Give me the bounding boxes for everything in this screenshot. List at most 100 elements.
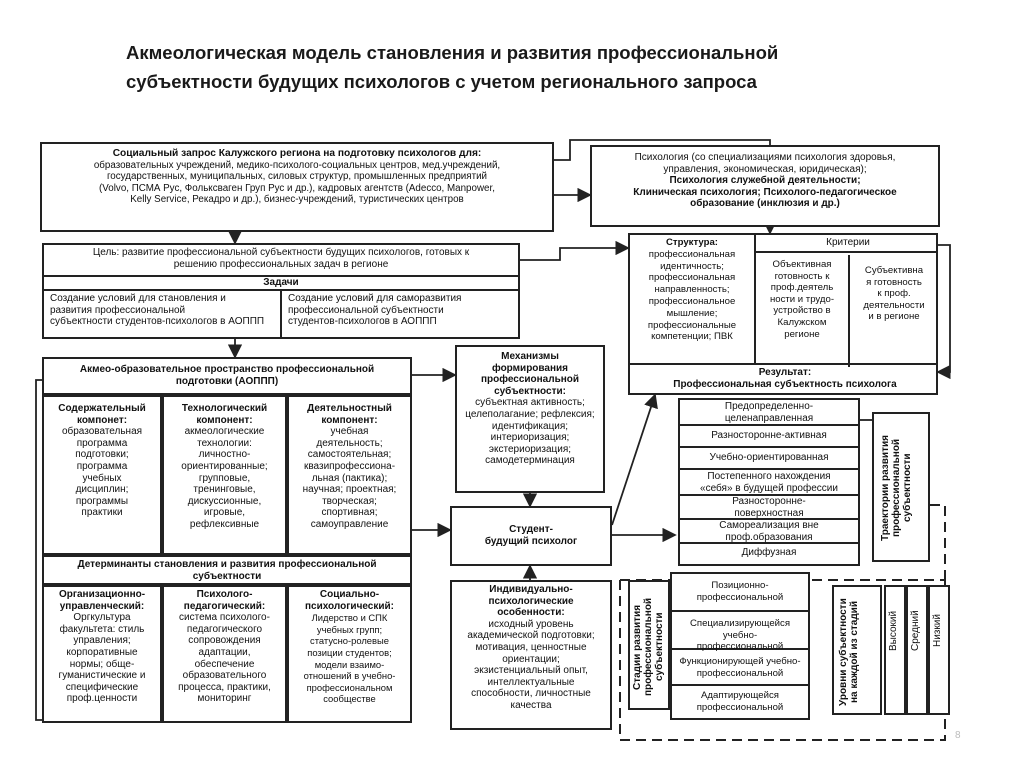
criteria-line: и в регионе xyxy=(868,311,920,323)
connector-top xyxy=(553,139,771,161)
criteria-line: проф.деятель xyxy=(770,282,834,294)
component-line: технологии: xyxy=(197,437,252,449)
determinants-line-1: Детерминанты становления и развития проф… xyxy=(77,559,377,570)
trajectory-line: Разносторонне- xyxy=(732,496,806,507)
individual-heading-line: особенности: xyxy=(497,607,565,619)
determinants-line-2: субъектности xyxy=(192,570,262,582)
stage-line: Функционирующей учебно- xyxy=(679,656,801,667)
component-heading: Деятельностный компонент: xyxy=(289,403,410,426)
social-request-line: Kelly Service, Рекадро и др.), бизнес-уч… xyxy=(130,194,464,206)
determinant-heading-line: психологический: xyxy=(305,600,394,612)
component-line: дискуссионные, xyxy=(187,495,262,507)
determinant-line: сообществе xyxy=(323,693,376,705)
determinant-line: педагогического xyxy=(186,623,263,635)
structure-line: профессиональные xyxy=(647,319,737,331)
structure-line: направленность; xyxy=(654,284,730,296)
levels-vertical-label: Уровни субъектности на каждой из стадий xyxy=(838,598,860,706)
result-cell: Результат: Профессиональная субъектность… xyxy=(630,363,936,393)
mechanisms-box: Механизмы формирования профессиональной … xyxy=(455,345,605,493)
individual-lines: исходный уровень академической подготовк… xyxy=(452,619,610,712)
criteria-line: готовность к xyxy=(774,270,830,282)
component-line: образовательная xyxy=(61,426,143,438)
determinant-line: профессиональном xyxy=(306,681,393,693)
social-request-line: государственных, муниципальных, силовых … xyxy=(106,171,488,183)
component-heading-line: компонент: xyxy=(321,414,378,426)
criteria-line: Объективная xyxy=(772,259,832,270)
tasks-left-line: развития профессиональной xyxy=(50,304,186,316)
mechanisms-line: идентификация; xyxy=(491,420,569,432)
determinant-social: Социально- психологический: Лидерство и … xyxy=(287,585,412,723)
component-heading-line: компонет: xyxy=(76,414,128,426)
arrow-student-result xyxy=(611,393,658,526)
trajectory-line: целенаправленная xyxy=(724,412,814,424)
component-line: учебных xyxy=(82,472,122,484)
stage-line: Позиционно- xyxy=(711,580,769,591)
stages-list: Позиционно- профессиональной Специализир… xyxy=(670,572,810,720)
determinant-heading: Социально- психологический: xyxy=(289,589,410,612)
level-low: Низкий xyxy=(928,585,950,715)
title-line-1: Акмеологическая модель становления и раз… xyxy=(126,42,779,63)
structure-cell: Структура: профессиональная идентичность… xyxy=(630,235,756,365)
determinant-line: мониторинг xyxy=(197,693,252,705)
stage-line: Адаптирующейся xyxy=(701,690,779,701)
level-high: Высокий xyxy=(884,585,906,715)
criteria-line: деятельности xyxy=(863,299,925,311)
determinant-heading-line: Социально- xyxy=(319,589,380,600)
criteria-line: ности и трудо- xyxy=(769,293,835,305)
determinant-lines: Оргкультура факультета: стиль управления… xyxy=(44,612,160,705)
individual-line: мотивация, ценностные xyxy=(475,641,587,653)
stage-item: Специализирующейся учебно- профессиональ… xyxy=(672,612,808,652)
mechanisms-heading-line: профессиональной xyxy=(480,374,580,386)
connector-criteria-result xyxy=(935,244,951,380)
mechanisms-line: целеполагание; рефлексия; xyxy=(465,408,595,420)
stage-line: профессиональной xyxy=(696,591,784,603)
tasks-heading: Задачи xyxy=(44,277,518,291)
determinant-lines: система психолого- педагогического сопро… xyxy=(164,612,285,705)
dashed-frame-stages xyxy=(619,579,946,741)
component-line: практики xyxy=(81,507,123,519)
component-line: программа xyxy=(76,437,128,449)
determinant-organizational: Организационно- управленческий: Оргкульт… xyxy=(42,585,162,723)
determinant-line: система психолого- xyxy=(179,612,270,624)
goal-line-1: Цель: развитие профессиональной субъектн… xyxy=(92,247,470,258)
trajectory-line: проф.образования xyxy=(725,531,813,543)
psychology-line-2: управления, экономическая, юридическая); xyxy=(663,163,867,175)
structure-line: профессиональное xyxy=(648,295,736,307)
individual-line: экзистенциальный опыт, xyxy=(474,665,588,677)
criteria-line: устройство в xyxy=(773,305,831,317)
structure-line: профессиональная xyxy=(648,248,736,260)
component-line: творческая; xyxy=(322,495,377,507)
determinant-heading-line: Психолого- xyxy=(196,589,253,600)
mechanisms-lines: субъектная активность; целеполагание; ре… xyxy=(457,397,603,467)
stage-line: профессиональной xyxy=(696,701,784,713)
component-heading: Технологический компонент: xyxy=(164,403,285,426)
determinant-line: статусно-ролевые xyxy=(310,635,389,647)
trajectory-item: Диффузная xyxy=(741,547,797,558)
component-line: дисциплин; xyxy=(75,484,129,496)
determinant-line: адаптации, xyxy=(198,646,251,658)
individual-heading-line: психологические xyxy=(488,595,574,607)
mechanisms-heading-line: субъектности: xyxy=(494,385,566,397)
stage-line: Специализирующейся учебно- xyxy=(689,618,791,641)
determinant-line: учебных групп; xyxy=(316,623,383,635)
mechanisms-line: экстериоризация; xyxy=(488,443,572,455)
page-number: 8 xyxy=(955,730,961,741)
trajectory-item: Разносторонне- поверхностная xyxy=(680,496,858,520)
component-heading-line: Содержательный xyxy=(58,403,146,414)
component-heading-line: компонент: xyxy=(196,414,253,426)
trajectories-label-box: Траектории развития профессиональной суб… xyxy=(872,412,930,562)
component-line: тренинговые, xyxy=(193,484,256,496)
determinant-line: отношений в учебно- xyxy=(303,670,396,682)
criteria-objective: Объективная готовность к проф.деятель но… xyxy=(756,255,850,367)
determinant-heading-line: педагогический: xyxy=(183,600,266,612)
determinant-line: гуманистические и xyxy=(58,670,146,682)
stages-label-box: Стадии развития профессиональной субъект… xyxy=(628,580,670,710)
result-text: Профессиональная субъектность психолога xyxy=(673,378,897,390)
determinants-box: Детерминанты становления и развития проф… xyxy=(42,555,412,585)
tasks-left-line: субъектности студентов-психологов в АОПП… xyxy=(50,316,265,328)
stage-line: профессиональной xyxy=(696,667,784,679)
criteria-line: я готовность xyxy=(866,276,922,288)
levels-label-box: Уровни субъектности на каждой из стадий xyxy=(832,585,882,715)
trajectory-item: Разносторонне-активная xyxy=(680,426,858,448)
trajectories-list: Предопределенно- целенаправленная Разнос… xyxy=(678,398,860,566)
